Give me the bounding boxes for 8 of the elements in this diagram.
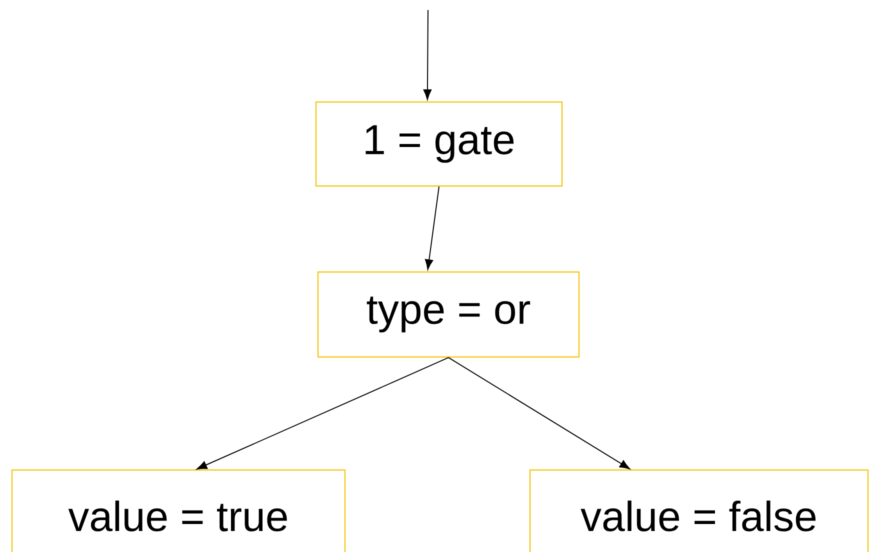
arrow — [423, 10, 432, 100]
process-box: value = false — [529, 469, 869, 552]
process-box: value = true — [11, 469, 346, 552]
arrow — [196, 357, 449, 470]
process-box: type = or — [317, 271, 580, 358]
arrow — [448, 357, 630, 470]
arrow — [424, 186, 440, 270]
process-box: 1 = gate — [315, 101, 563, 187]
